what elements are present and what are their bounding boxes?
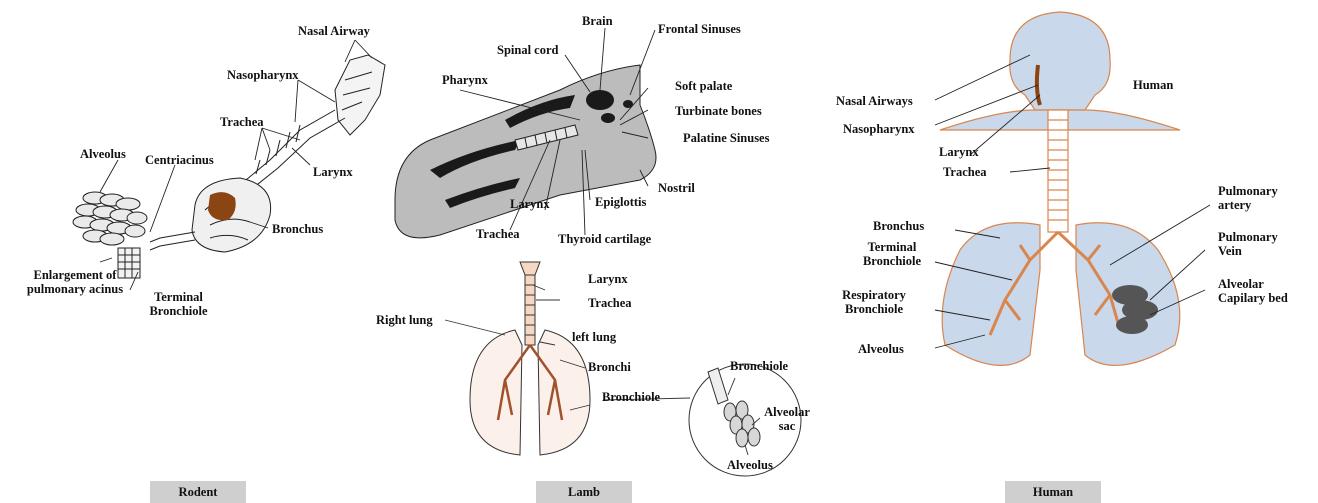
label-lamb-larynx: Larynx: [510, 197, 550, 211]
rodent-lung-tissue: [208, 192, 236, 220]
label-lamb-epiglottis: Epiglottis: [595, 195, 646, 209]
label-rodent-nasopharynx: Nasopharynx: [227, 68, 299, 82]
label-rodent-enlargement: Enlargement of pulmonary acinus: [6, 268, 144, 297]
label-lamb-frontal-sinuses: Frontal Sinuses: [658, 22, 741, 36]
label-lamb-bronchi: Bronchi: [588, 360, 631, 374]
label-lamb-left-lung: left lung: [572, 330, 616, 344]
label-human-alveolus: Alveolus: [858, 342, 904, 356]
label-human-larynx: Larynx: [939, 145, 979, 159]
label-lamb-turbinate-bones: Turbinate bones: [675, 104, 762, 118]
label-lamb-lung-larynx: Larynx: [588, 272, 628, 286]
rodent-head: [335, 55, 385, 135]
human-illustration: [935, 12, 1210, 365]
label-rodent-larynx: Larynx: [313, 165, 353, 179]
rodent-bronchus: [150, 232, 195, 250]
label-human-nasal-airways: Nasal Airways: [836, 94, 913, 108]
label-human-trachea: Trachea: [943, 165, 987, 179]
label-lamb-spinal-cord: Spinal cord: [497, 43, 558, 57]
label-rodent-terminal-bronchiole: Terminal Bronchiole: [136, 290, 221, 319]
label-lamb-lung-trachea: Trachea: [588, 296, 632, 310]
label-lamb-inset-alveolar-sac: Alveolar sac: [762, 405, 812, 434]
label-human-nasopharynx: Nasopharynx: [843, 122, 915, 136]
label-lamb-inset-alveolus: Alveolus: [727, 458, 773, 472]
lamb-larynx: [520, 262, 540, 275]
lamb-body: [395, 65, 656, 238]
label-human-pulmonary-artery: Pulmonary artery: [1218, 184, 1288, 213]
label-human-title: Human: [1133, 78, 1173, 92]
label-lamb-thyroid-cartilage: Thyroid cartilage: [558, 232, 651, 246]
label-rodent-bronchus: Bronchus: [272, 222, 323, 236]
tab-rodent: Rodent: [150, 481, 246, 503]
label-rodent-nasal-airway: Nasal Airway: [298, 24, 370, 38]
label-lamb-bronchiole: Bronchiole: [602, 390, 660, 404]
human-head: [1010, 12, 1110, 110]
human-trachea: [1048, 110, 1068, 232]
tab-human: Human: [1005, 481, 1101, 503]
label-human-bronchus: Bronchus: [873, 219, 924, 233]
lamb-right-lung: [470, 330, 522, 455]
label-lamb-pharynx: Pharynx: [442, 73, 488, 87]
label-rodent-alveolus: Alveolus: [80, 147, 126, 161]
lamb-left-lung: [538, 330, 590, 455]
label-lamb-soft-palate: Soft palate: [675, 79, 732, 93]
label-human-alveolar-bed: Alveolar Capilary bed: [1218, 277, 1313, 306]
label-human-respiratory-bronchiole: Respiratory Bronchiole: [818, 288, 930, 317]
rodent-alveolus-cluster: [73, 192, 147, 245]
label-lamb-trachea: Trachea: [476, 227, 520, 241]
label-lamb-nostril: Nostril: [658, 181, 695, 195]
label-lamb-inset-bronchiole: Bronchiole: [730, 359, 788, 373]
label-rodent-centriacinus: Centriacinus: [145, 153, 214, 167]
label-lamb-right-lung: Right lung: [376, 313, 433, 327]
tab-lamb: Lamb: [536, 481, 632, 503]
label-human-terminal-bronchiole: Terminal Bronchiole: [851, 240, 933, 269]
label-rodent-trachea: Trachea: [220, 115, 264, 129]
lamb-brain: [586, 90, 614, 110]
human-right-lung: [942, 223, 1040, 366]
label-human-pulmonary-vein: Pulmonary Vein: [1218, 230, 1288, 259]
label-lamb-brain: Brain: [582, 14, 613, 28]
label-lamb-palatine-sinuses: Palatine Sinuses: [683, 131, 769, 145]
